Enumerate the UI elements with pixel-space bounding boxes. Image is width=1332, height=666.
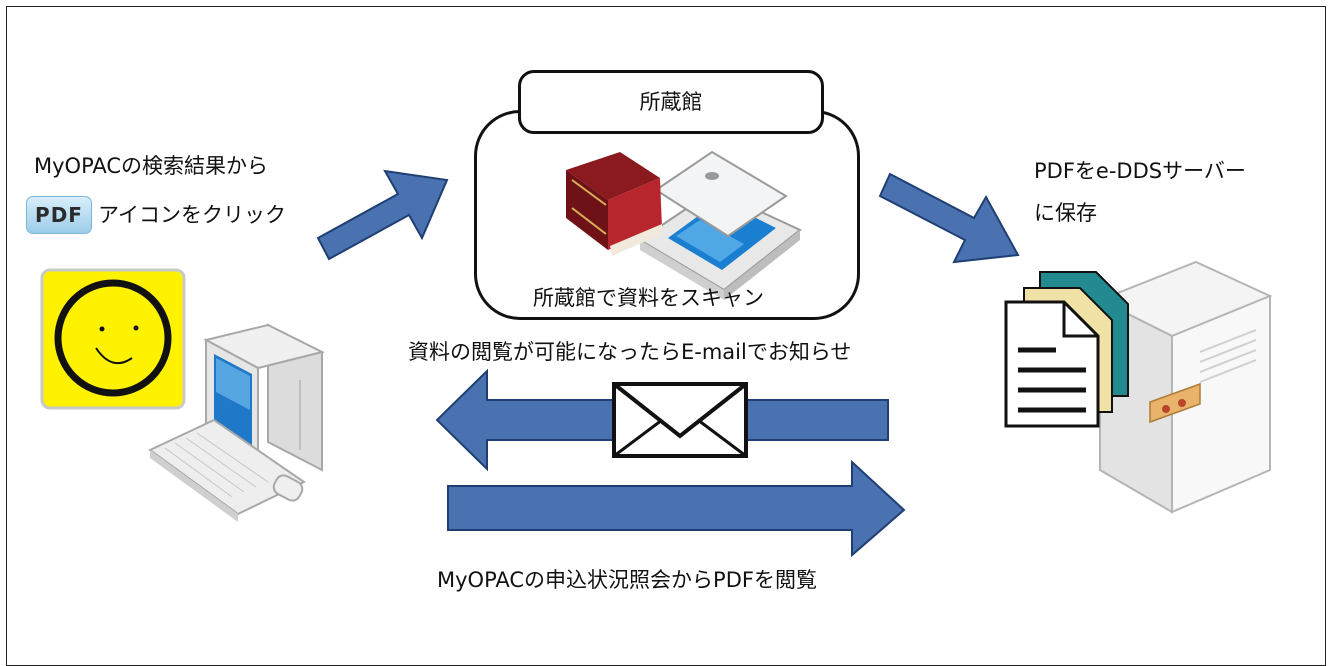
- search-step-line2: アイコンをクリック: [98, 203, 286, 227]
- envelope-icon: [612, 382, 748, 458]
- server-illustration: [1004, 260, 1273, 514]
- user-illustration: [40, 268, 325, 522]
- scanner-icon: [638, 150, 802, 300]
- document-stack-icon: [1004, 271, 1129, 428]
- pdf-icon[interactable]: PDF: [26, 196, 92, 234]
- scan-caption: 所蔵館で資料をスキャン: [533, 286, 764, 310]
- smiley-icon: [40, 268, 186, 410]
- arrow-to-library: [316, 169, 449, 261]
- save-step-line1: PDFをe-DDSサーバー: [1034, 159, 1246, 183]
- book-scanner-illustration: [566, 150, 802, 300]
- computer-icon: [148, 323, 325, 522]
- view-caption: MyOPACの申込状況照会からPDFを閲覧: [437, 568, 817, 592]
- arrow-to-server: [878, 172, 1020, 264]
- library-title: 所蔵館: [518, 70, 824, 134]
- book-icon: [566, 152, 662, 256]
- envelope-layer: [612, 382, 748, 458]
- arrow-view-right: [447, 459, 906, 558]
- search-step-line1: MyOPACの検索結果から: [34, 154, 269, 178]
- save-step-line2: に保存: [1034, 201, 1097, 225]
- notify-caption: 資料の閲覧が可能になったらE-mailでお知らせ: [408, 340, 852, 364]
